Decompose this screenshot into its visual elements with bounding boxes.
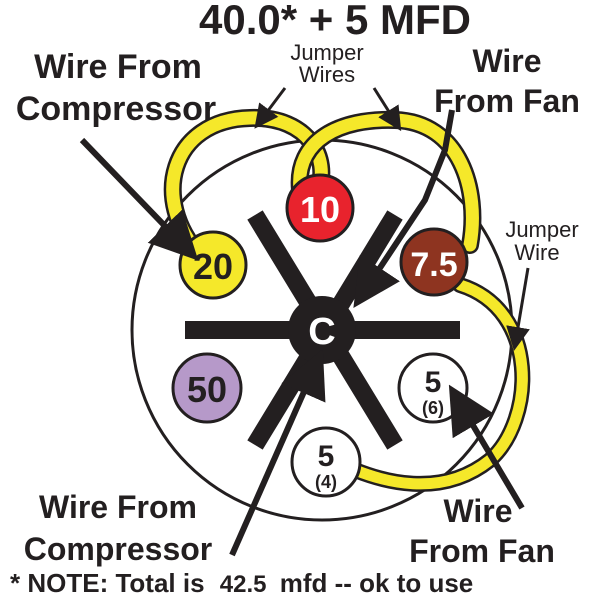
label-wire-from-fan-bottom-2: From Fan xyxy=(409,533,555,569)
terminal-5-4[interactable]: 5 (4) xyxy=(290,426,362,498)
arrow-fan-bottom xyxy=(448,384,525,510)
terminal-5-4-label: 5 xyxy=(318,440,335,473)
terminal-20-label: 20 xyxy=(193,246,233,287)
label-wire-from-compressor-bottom-2: Compressor xyxy=(24,531,213,567)
terminal-7-5[interactable]: 7.5 xyxy=(399,227,469,297)
terminal-5-6[interactable]: 5 (6) xyxy=(397,352,469,424)
terminal-5-4-sublabel: (4) xyxy=(315,472,337,492)
arrow-compressor-top xyxy=(79,137,199,261)
arrow-compressor-bottom xyxy=(229,349,326,557)
note-suffix: mfd -- ok to use xyxy=(280,568,474,598)
terminal-5-6-sublabel: (6) xyxy=(422,398,444,418)
arrow-jumper-wires-left xyxy=(254,87,287,129)
diagram-title: 40.0* + 5 MFD xyxy=(199,0,471,43)
terminal-50[interactable]: 50 xyxy=(171,352,243,424)
label-wire-from-compressor-top-2: Compressor xyxy=(16,90,216,128)
terminal-10-label: 10 xyxy=(300,189,340,230)
terminal-common[interactable]: C xyxy=(288,296,356,364)
label-jumper-wires-1: Jumper xyxy=(290,40,363,65)
note-line: * NOTE: Total is 42.5 mfd -- ok to use xyxy=(10,568,473,598)
arrow-fan-top xyxy=(353,109,455,309)
label-wire-from-fan-bottom-1: Wire xyxy=(443,493,512,529)
label-wire-from-fan-top-2: From Fan xyxy=(434,83,580,119)
terminal-7-5-label: 7.5 xyxy=(410,246,457,284)
label-wire-from-compressor-top-1: Wire From xyxy=(34,48,202,86)
label-jumper-wire-right-2: Wire xyxy=(514,240,559,265)
label-wire-from-compressor-bottom-1: Wire From xyxy=(39,489,197,525)
jumper-wire-loop-left xyxy=(163,108,331,264)
terminal-20[interactable]: 20 xyxy=(178,230,248,300)
label-jumper-wire-right-1: Jumper xyxy=(505,217,578,242)
terminal-10[interactable]: 10 xyxy=(285,173,355,243)
terminal-50-label: 50 xyxy=(187,369,227,410)
terminal-5-6-label: 5 xyxy=(425,366,442,399)
terminal-common-label: C xyxy=(308,311,335,353)
arrow-jumper-wire-right xyxy=(506,267,530,351)
label-jumper-wires-2: Wires xyxy=(299,62,355,87)
label-wire-from-fan-top-1: Wire xyxy=(472,43,541,79)
arrow-jumper-wires-right xyxy=(372,87,402,132)
note-prefix: * NOTE: Total is xyxy=(10,568,205,598)
note-value: 42.5 xyxy=(220,571,267,598)
